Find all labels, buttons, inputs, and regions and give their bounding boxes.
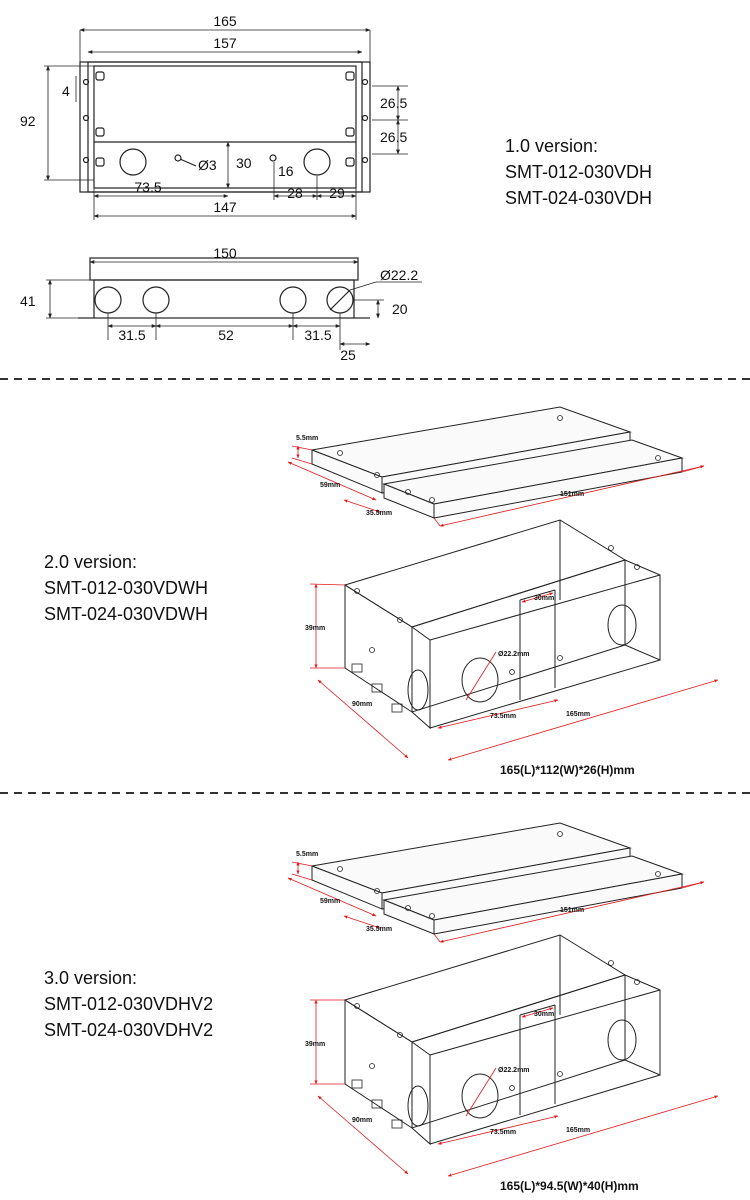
dim-150: 150 bbox=[213, 245, 237, 261]
section1-version: 1.0 version: bbox=[505, 136, 599, 156]
box-dim-39: 39mm bbox=[305, 1041, 325, 1048]
section2-label: 2.0 version: SMT-012-030VDWH SMT-024-030… bbox=[44, 549, 208, 627]
section2-model-1: SMT-012-030VDWH bbox=[44, 578, 209, 598]
section3-version: 3.0 version: bbox=[44, 968, 138, 988]
lid-dim-59: 59mm bbox=[320, 898, 340, 905]
box-dim-90: 90mm bbox=[352, 1117, 372, 1124]
box-dim-39: 39mm bbox=[305, 625, 325, 632]
lid-dim-35-5: 35.5mm bbox=[366, 926, 392, 933]
section3-lid: 5.5mm 59mm 35.5mm 151mm bbox=[287, 822, 705, 943]
section2-version: 2.0 version: bbox=[44, 552, 138, 572]
dim-knockout-22-2: Ø22.2 bbox=[380, 267, 418, 283]
dim-26-5-a: 26.5 bbox=[380, 95, 407, 111]
dim-28: 28 bbox=[287, 185, 303, 201]
section1-side-view bbox=[46, 257, 422, 350]
section1-side-dims: 150 41 Ø22.2 20 31.5 52 31.5 25 bbox=[20, 245, 418, 363]
lid-dim-35-5: 35.5mm bbox=[366, 510, 392, 517]
section2-box: 39mm 90mm Ø22.2mm 30mm 73.5mm 165mm bbox=[305, 519, 719, 761]
section3-model-2: SMT-024-030VDHV2 bbox=[44, 1020, 214, 1040]
dim-52: 52 bbox=[218, 327, 234, 343]
section1-model-2: SMT-024-030VDH bbox=[505, 188, 653, 208]
dim-30: 30 bbox=[236, 155, 252, 171]
box-dim-73-5: 73.5mm bbox=[490, 1129, 516, 1136]
dim-26-5-b: 26.5 bbox=[380, 129, 407, 145]
dim-41: 41 bbox=[20, 293, 36, 309]
box-dim-30: 30mm bbox=[534, 1011, 554, 1018]
section2-model-2: SMT-024-030VDWH bbox=[44, 604, 209, 624]
lid-dim-59: 59mm bbox=[320, 482, 340, 489]
box-dim-165: 165mm bbox=[566, 711, 590, 718]
section1-top-dims: 165 157 92 4 26.5 26.5 30 Ø3 16 73.5 28 … bbox=[20, 13, 407, 215]
lid-dim-151: 151mm bbox=[560, 907, 584, 914]
box-dim-165: 165mm bbox=[566, 1127, 590, 1134]
section3-model-1: SMT-012-030VDHV2 bbox=[44, 994, 214, 1014]
dim-4: 4 bbox=[62, 83, 70, 99]
section1-top-view bbox=[44, 28, 408, 220]
dim-20: 20 bbox=[392, 301, 408, 317]
section3-box: 39mm 90mm Ø22.2mm 30mm 73.5mm 165mm bbox=[305, 934, 719, 1177]
box-dim-knockout: Ø22.2mm bbox=[498, 1067, 530, 1074]
box-dim-30: 30mm bbox=[534, 595, 554, 602]
section2-lid: 5.5mm 59mm 35.5mm 151mm bbox=[287, 406, 705, 527]
dim-92: 92 bbox=[20, 113, 36, 129]
dim-147: 147 bbox=[213, 199, 237, 215]
section1-label: 1.0 version: SMT-012-030VDH SMT-024-030V… bbox=[505, 133, 652, 211]
lid-dim-thickness: 5.5mm bbox=[296, 851, 318, 858]
dim-73-5: 73.5 bbox=[134, 179, 161, 195]
section2-caption: 165(L)*112(W)*26(H)mm bbox=[500, 763, 635, 777]
box-dim-73-5: 73.5mm bbox=[490, 713, 516, 720]
dim-31-5-a: 31.5 bbox=[118, 327, 145, 343]
lid-dim-thickness: 5.5mm bbox=[296, 435, 318, 442]
section1-model-1: SMT-012-030VDH bbox=[505, 162, 653, 182]
dim-hole-3: Ø3 bbox=[198, 157, 217, 173]
box-dim-90: 90mm bbox=[352, 701, 372, 708]
section3-label: 3.0 version: SMT-012-030VDHV2 SMT-024-03… bbox=[44, 965, 213, 1043]
dim-29: 29 bbox=[329, 185, 345, 201]
lid-dim-151: 151mm bbox=[560, 491, 584, 498]
box-dim-knockout: Ø22.2mm bbox=[498, 651, 530, 658]
dim-31-5-b: 31.5 bbox=[304, 327, 331, 343]
dim-157: 157 bbox=[213, 35, 237, 51]
dim-25: 25 bbox=[340, 347, 356, 363]
section3-caption: 165(L)*94.5(W)*40(H)mm bbox=[500, 1179, 639, 1193]
dim-16: 16 bbox=[278, 163, 294, 179]
dim-165: 165 bbox=[213, 13, 237, 29]
